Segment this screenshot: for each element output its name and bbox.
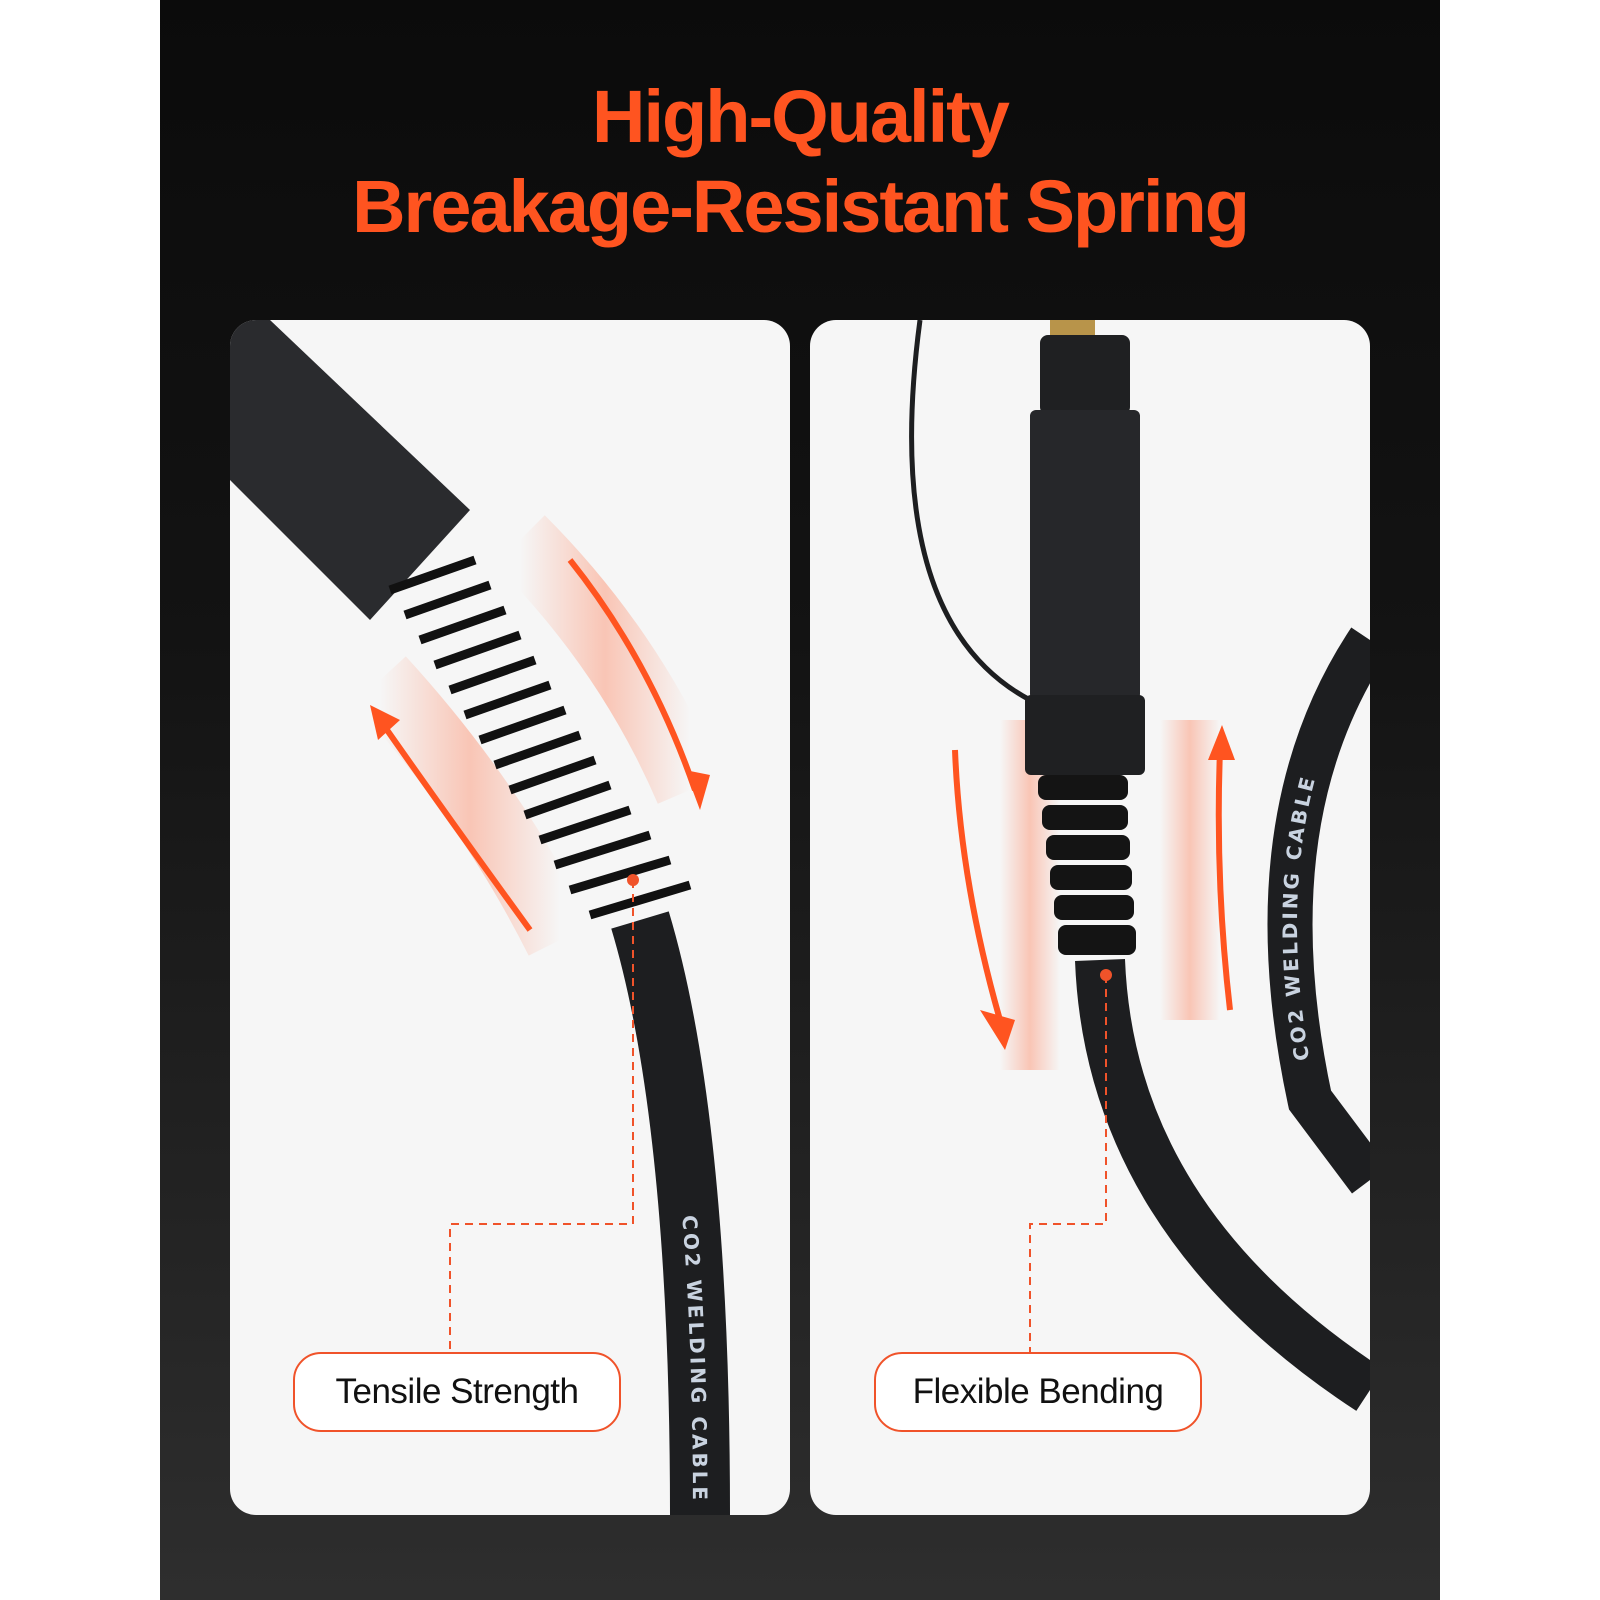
callout-line [1029,975,1107,1352]
arrow-up-left [377,718,533,932]
arrow-head [1208,725,1235,760]
coiled-cable [1267,627,1370,1194]
thin-wire [909,320,1032,703]
connector-cap [1040,335,1130,415]
callout-dot [627,874,639,886]
arrow-head [370,705,400,740]
cable [1075,959,1370,1411]
connector-collar [1025,695,1145,775]
tensile-strength-label: Tensile Strength [293,1352,621,1432]
torch-handle [230,320,470,620]
callout-dot [1100,969,1112,981]
motion-glow [354,656,592,956]
motion-glow [1160,720,1220,1020]
arrow-head [685,770,710,810]
cable [611,911,730,1515]
spring [388,555,692,920]
arrow-down [952,749,1003,1021]
welding-torch-spring-illustration: CO2 WELDING CABLE [230,320,730,1515]
connector-spring-illustration: CO2 WELDING CABLE [909,320,1370,1411]
tensile-strength-card: CO2 WELDING CABLE [230,320,790,1515]
headline-line-2: Breakage-Resistant Spring [352,165,1250,248]
flexible-bending-card: CO2 WELDING CABLE [810,320,1370,1515]
callout-line [449,880,634,1352]
headline-line-1: High-Quality [592,75,1010,158]
arrow-down-right [567,558,698,791]
flexible-bending-label: Flexible Bending [874,1352,1202,1432]
connector-body [1030,410,1140,700]
arrow-up [1215,749,1233,1011]
spring-boot [1038,775,1136,955]
arrow-head [980,1010,1015,1050]
motion-glow [495,515,723,804]
